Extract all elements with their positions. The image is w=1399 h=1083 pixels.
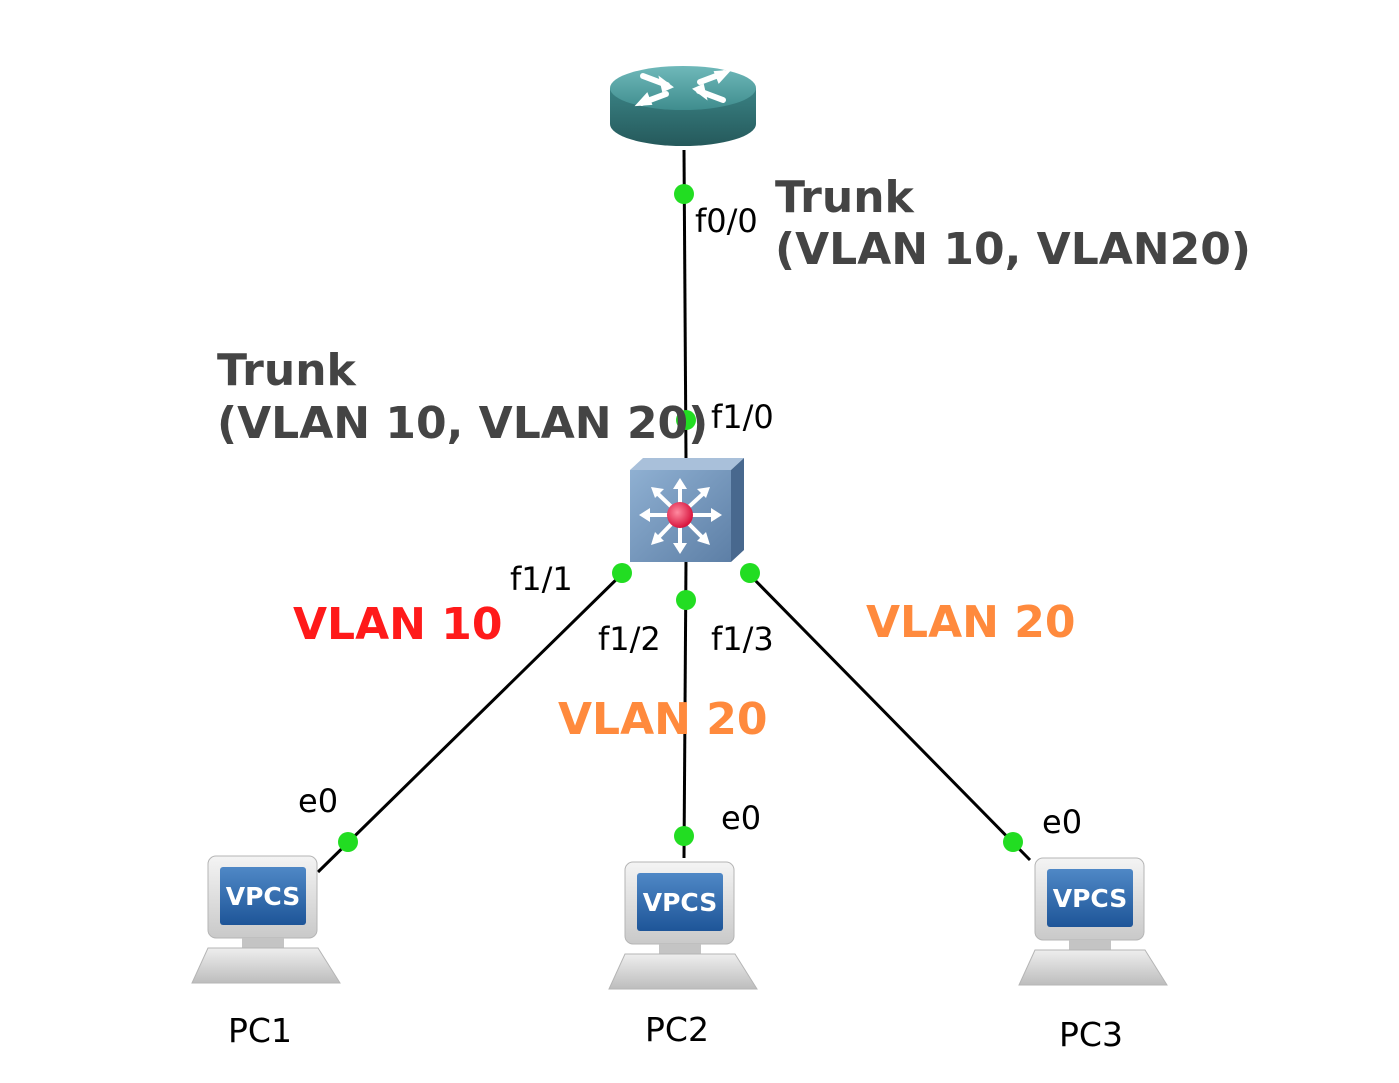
router-port-label-f0-0: f0/0 [695, 202, 758, 240]
switch-port-f1-3-dot[interactable] [740, 563, 760, 583]
pc1-port-e0-dot[interactable] [338, 832, 358, 852]
router-trunk-note-title: Trunk [775, 172, 916, 223]
multilayer-switch-icon[interactable] [630, 458, 744, 562]
pc3-label: PC3 [1059, 1015, 1123, 1054]
port-dots [338, 184, 1023, 852]
pc3-screen-text: VPCS [1053, 884, 1128, 913]
pc1-vlan-note: VLAN 10 [293, 599, 503, 650]
pc2-port-e0-dot[interactable] [674, 826, 694, 846]
switch-port-label-f1-0: f1/0 [711, 398, 774, 436]
router-trunk-note-vlans: (VLAN 10, VLAN20) [775, 224, 1251, 275]
annotation-notes: Trunk (VLAN 10, VLAN20) Trunk (VLAN 10, … [217, 172, 1251, 745]
pc1-label: PC1 [228, 1011, 292, 1050]
switch-port-label-f1-1: f1/1 [510, 560, 573, 598]
pc1-screen-text: VPCS [226, 882, 301, 911]
pc3-port-e0-dot[interactable] [1003, 832, 1023, 852]
pc2-computer-icon[interactable]: VPCS [608, 861, 758, 990]
switch-port-label-f1-3: f1/3 [711, 620, 774, 658]
host-labels: PC1 PC2 PC3 [228, 1010, 1123, 1054]
pc2-screen-text: VPCS [643, 888, 718, 917]
pc3-port-label-e0: e0 [1042, 803, 1082, 841]
switch-port-f1-1-dot[interactable] [612, 563, 632, 583]
pc2-label: PC2 [645, 1010, 709, 1049]
router-icon[interactable] [610, 66, 756, 146]
port-labels: f0/0 f1/0 f1/1 f1/2 f1/3 e0 e0 e0 [298, 202, 1082, 841]
link-switch-pc1[interactable] [316, 568, 628, 874]
link-switch-pc3[interactable] [743, 568, 1032, 862]
pc2-port-label-e0: e0 [721, 799, 761, 837]
switch-port-f1-2-dot[interactable] [676, 590, 696, 610]
pc3-computer-icon[interactable]: VPCS [1018, 857, 1168, 986]
switch-trunk-note-title: Trunk [217, 345, 358, 396]
switch-port-label-f1-2: f1/2 [598, 620, 661, 658]
switch-port-f1-0-dot[interactable] [676, 410, 696, 430]
pc2-vlan-note: VLAN 20 [558, 694, 768, 745]
pc1-port-label-e0: e0 [298, 782, 338, 820]
router-port-f0-0-dot[interactable] [674, 184, 694, 204]
pc3-vlan-note: VLAN 20 [866, 597, 1076, 648]
switch-trunk-note-vlans: (VLAN 10, VLAN 20) [217, 398, 708, 449]
pc1-computer-icon[interactable]: VPCS [191, 855, 341, 984]
